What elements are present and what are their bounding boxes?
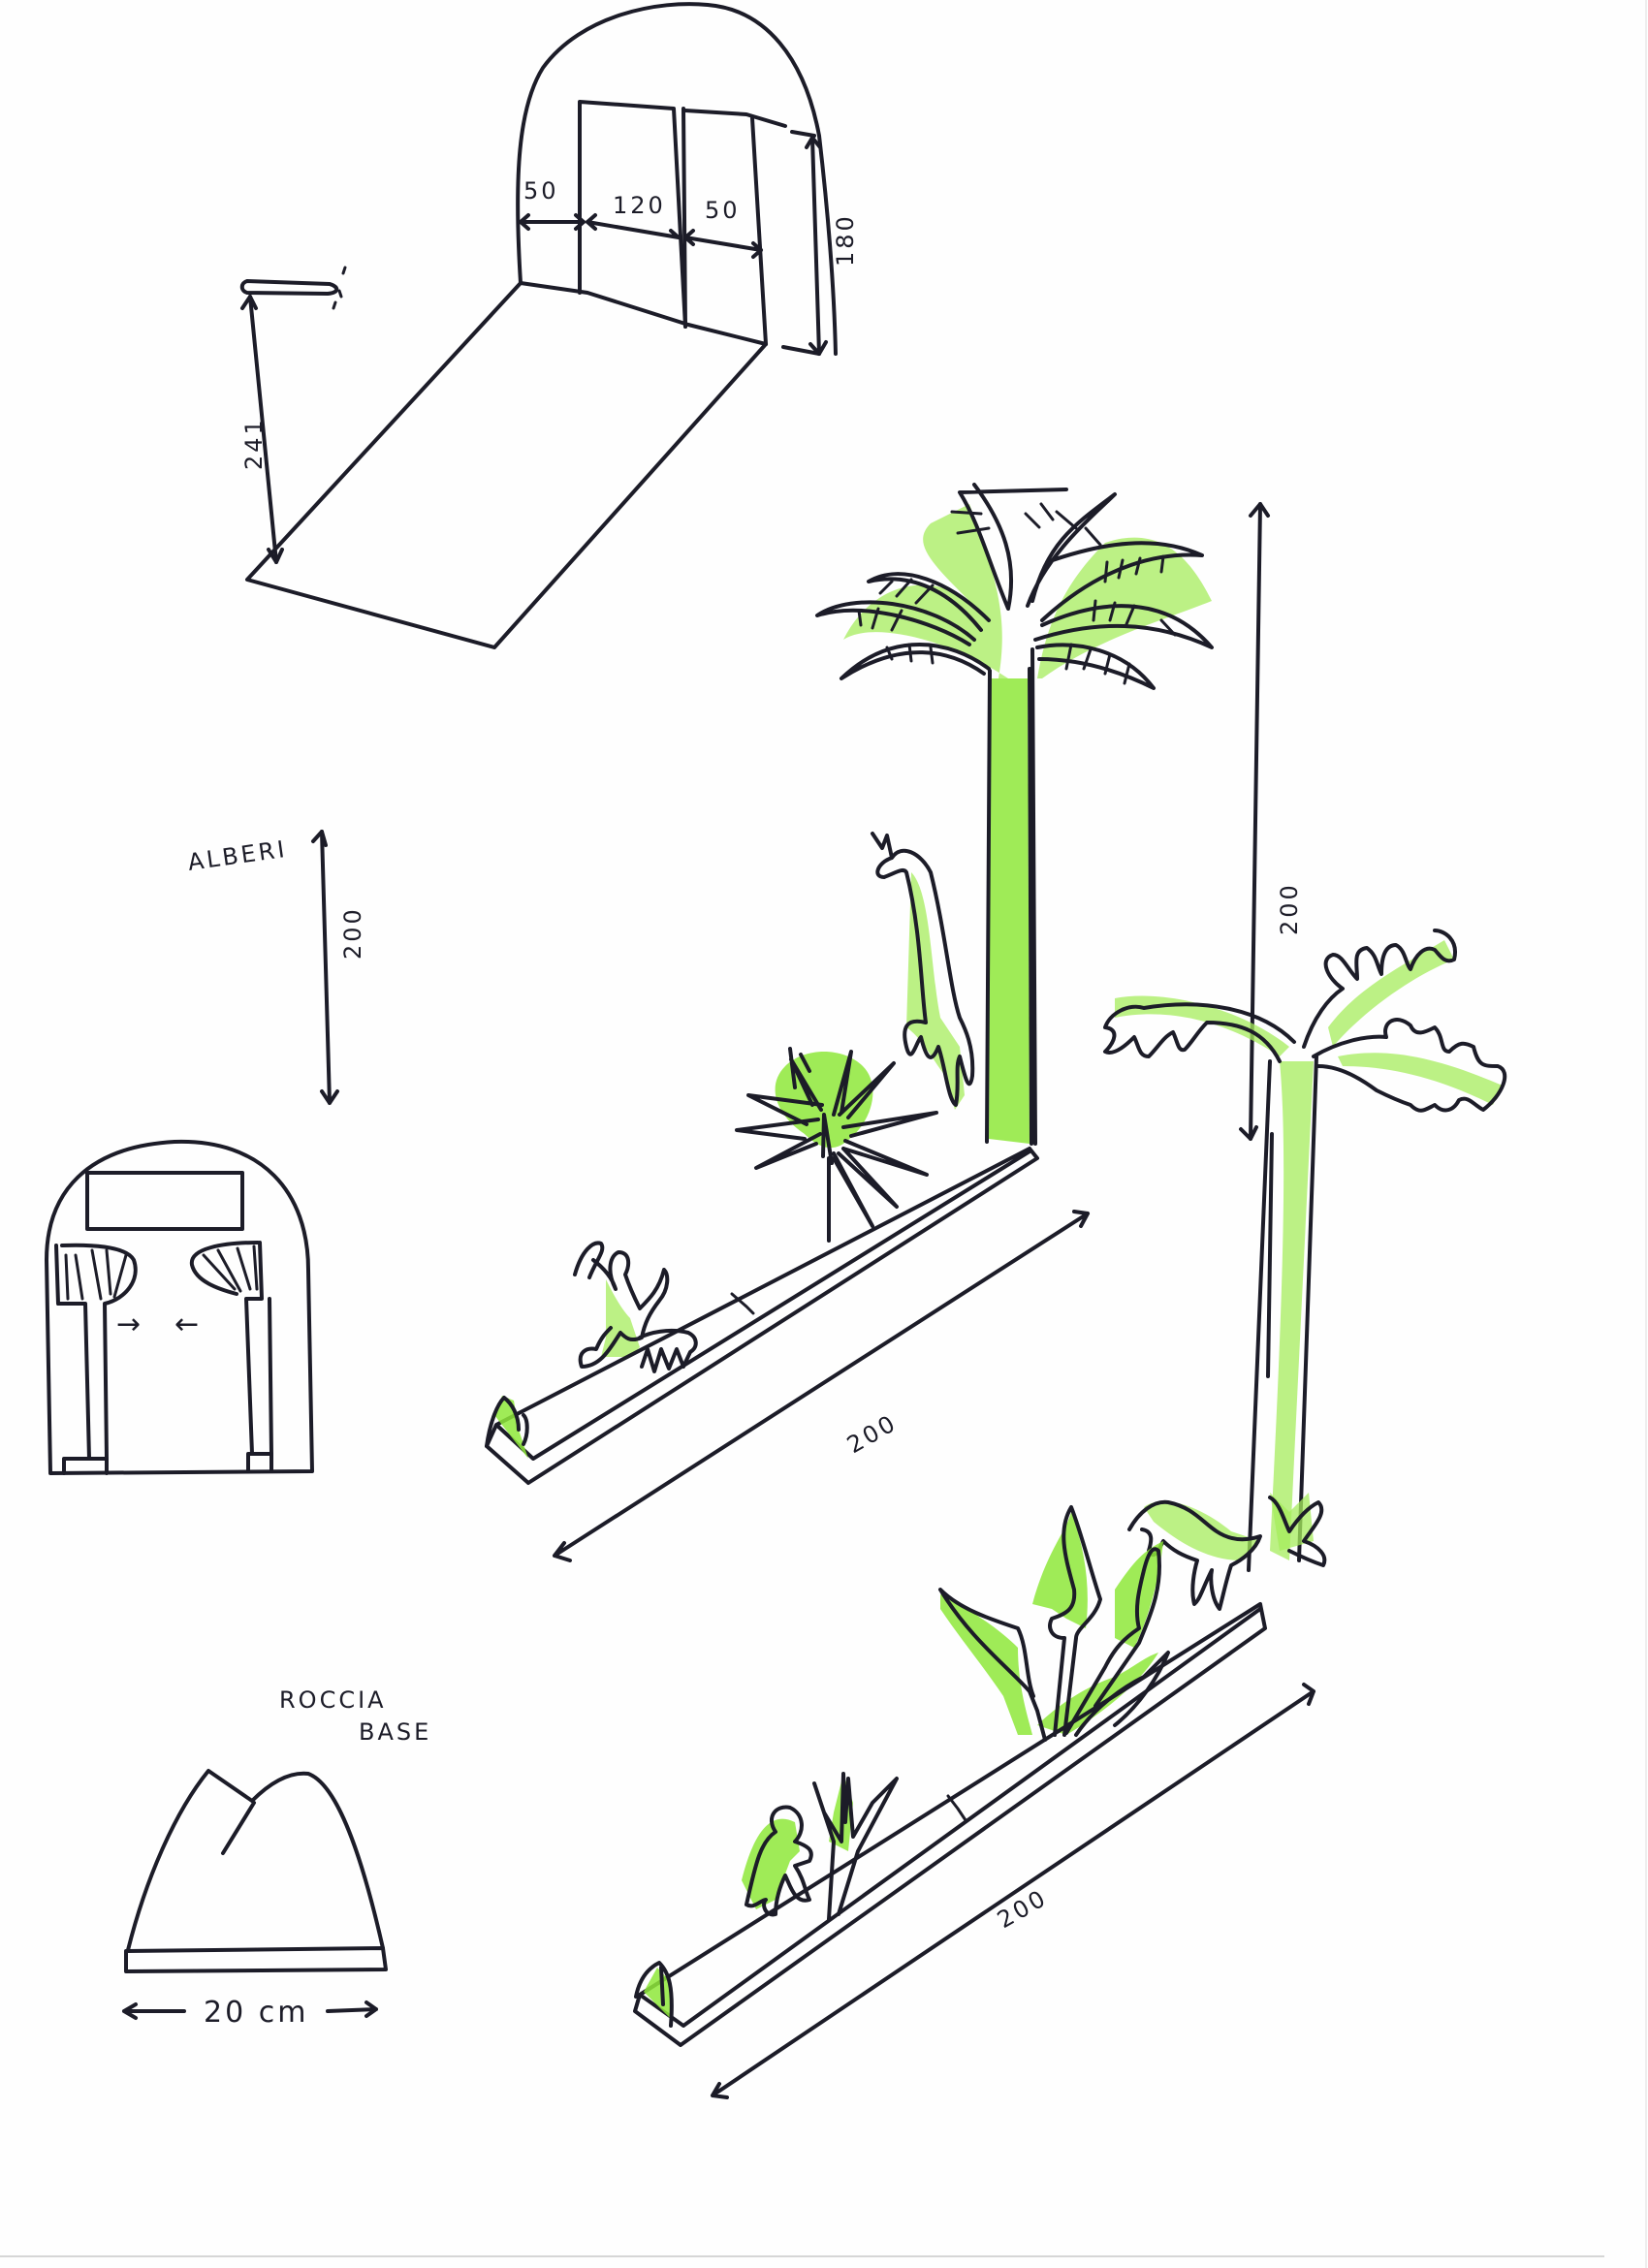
banana-leaves [1103, 929, 1507, 1113]
arrow-plant-fill [940, 1512, 1163, 1735]
rock-label-line2: BASE [359, 1718, 431, 1746]
arch-outline [516, 2, 838, 356]
rock-end-1 [485, 1396, 529, 1448]
door-divider [681, 107, 687, 329]
dim-left-label: 50 [523, 177, 559, 205]
trees-height-label: 200 [339, 906, 366, 960]
arrow-leaf-plant [938, 1505, 1170, 1742]
rock-end-fill-2 [644, 1968, 673, 2021]
arch-front-view: → ← [45, 1139, 314, 1475]
planter-2: 200 200 [633, 502, 1507, 2099]
grass-tuft [812, 1772, 899, 1921]
figure-with-dog [573, 1241, 698, 1373]
palm-trunk [985, 647, 1037, 1146]
banana-trunk [1247, 1055, 1318, 1572]
planter-1-box [485, 1147, 1039, 1485]
height-dim-line [810, 136, 821, 356]
tree-2-height-label: 200 [1276, 882, 1303, 935]
right-curtain [189, 1241, 273, 1456]
height-dim-arrow-top [805, 136, 822, 149]
planter-1-length-label: 200 [842, 1409, 902, 1460]
rock-label-line1: ROCCIA [279, 1686, 387, 1714]
tree-2-dim-arrow-top [1249, 502, 1270, 518]
crouching-figure [745, 1805, 813, 1917]
rock-width-dim [122, 2000, 378, 2020]
trees-dim-arrow-top [311, 830, 328, 847]
planter-2-box [633, 1602, 1267, 2047]
rock-crease [221, 1801, 256, 1855]
depth-dim-line [248, 295, 278, 564]
giraffe-fill [906, 872, 965, 1110]
door-right-edge [750, 116, 768, 346]
giraffe [871, 832, 975, 1107]
door-top-right [683, 109, 787, 128]
dim-right [683, 229, 763, 259]
figure-fill [601, 1279, 640, 1357]
palm-trunk-fill [989, 678, 1030, 1144]
spiky-shrub [735, 1047, 938, 1243]
arch-front-outline [45, 1139, 314, 1475]
scan-edge-bottom [0, 2255, 1604, 2257]
arrow-left-icon: ← [174, 1307, 202, 1341]
dim-right-label: 50 [705, 197, 741, 224]
depth-dim-arrow-top [240, 295, 258, 310]
planter-1-dash [730, 1292, 755, 1315]
planter-2-dim [711, 1683, 1315, 2099]
left-curtain-folds [64, 1248, 128, 1301]
planter-2-length-label: 200 [993, 1884, 1052, 1935]
trees-height-annotation: ALBERI 200 [186, 830, 366, 1105]
dim-left [519, 213, 586, 231]
trees-dim-arrow-bot [320, 1089, 339, 1105]
dim-center-label: 120 [613, 192, 666, 219]
left-curtain-foot [62, 1457, 109, 1475]
arrow-right-icon: → [116, 1307, 143, 1341]
planter-2-dash [946, 1794, 967, 1822]
entrance-sketch: 50 120 50 180 241 [239, 2, 859, 649]
floor-plane [245, 281, 768, 649]
dim-ext-bottom [781, 345, 821, 356]
right-curtain-foot [246, 1452, 273, 1473]
wall-base [519, 281, 768, 346]
height-label: 180 [832, 213, 859, 267]
dim-ext-top [790, 130, 816, 138]
tree-2-dim-arrow-bot [1239, 1125, 1258, 1141]
trees-label: ALBERI [186, 835, 289, 876]
crouching-figure-fill [742, 1818, 800, 1909]
trees-dim-line [320, 830, 332, 1105]
planter-1-dim [553, 1210, 1090, 1562]
arch-lintel-panel [85, 1171, 244, 1231]
rock-end-2 [634, 1961, 674, 2028]
dim-center [586, 213, 681, 239]
rod [239, 279, 339, 296]
door-frame [578, 100, 687, 329]
left-curtain [54, 1243, 138, 1461]
rock-width-label: 20 cm [204, 1996, 308, 2030]
depth-dim-arrow-bot [267, 548, 284, 564]
rod-dots [332, 266, 347, 310]
right-curtain-folds [202, 1244, 259, 1293]
rock-plinth [124, 1946, 388, 1973]
rock-base-sketch: ROCCIA BASE 20 cm [122, 1686, 431, 2030]
palm-frond-ticks [857, 502, 1177, 685]
scan-edge-right [1645, 0, 1647, 2268]
banana-fill [1115, 940, 1503, 1560]
palm-crown-fill [843, 504, 1212, 678]
rock-end-fill-1 [494, 1396, 528, 1459]
planter-1: 200 [485, 483, 1214, 1562]
depth-label: 241 [240, 417, 268, 470]
palm-fronds [815, 483, 1214, 690]
rock-outline [126, 1769, 385, 1952]
